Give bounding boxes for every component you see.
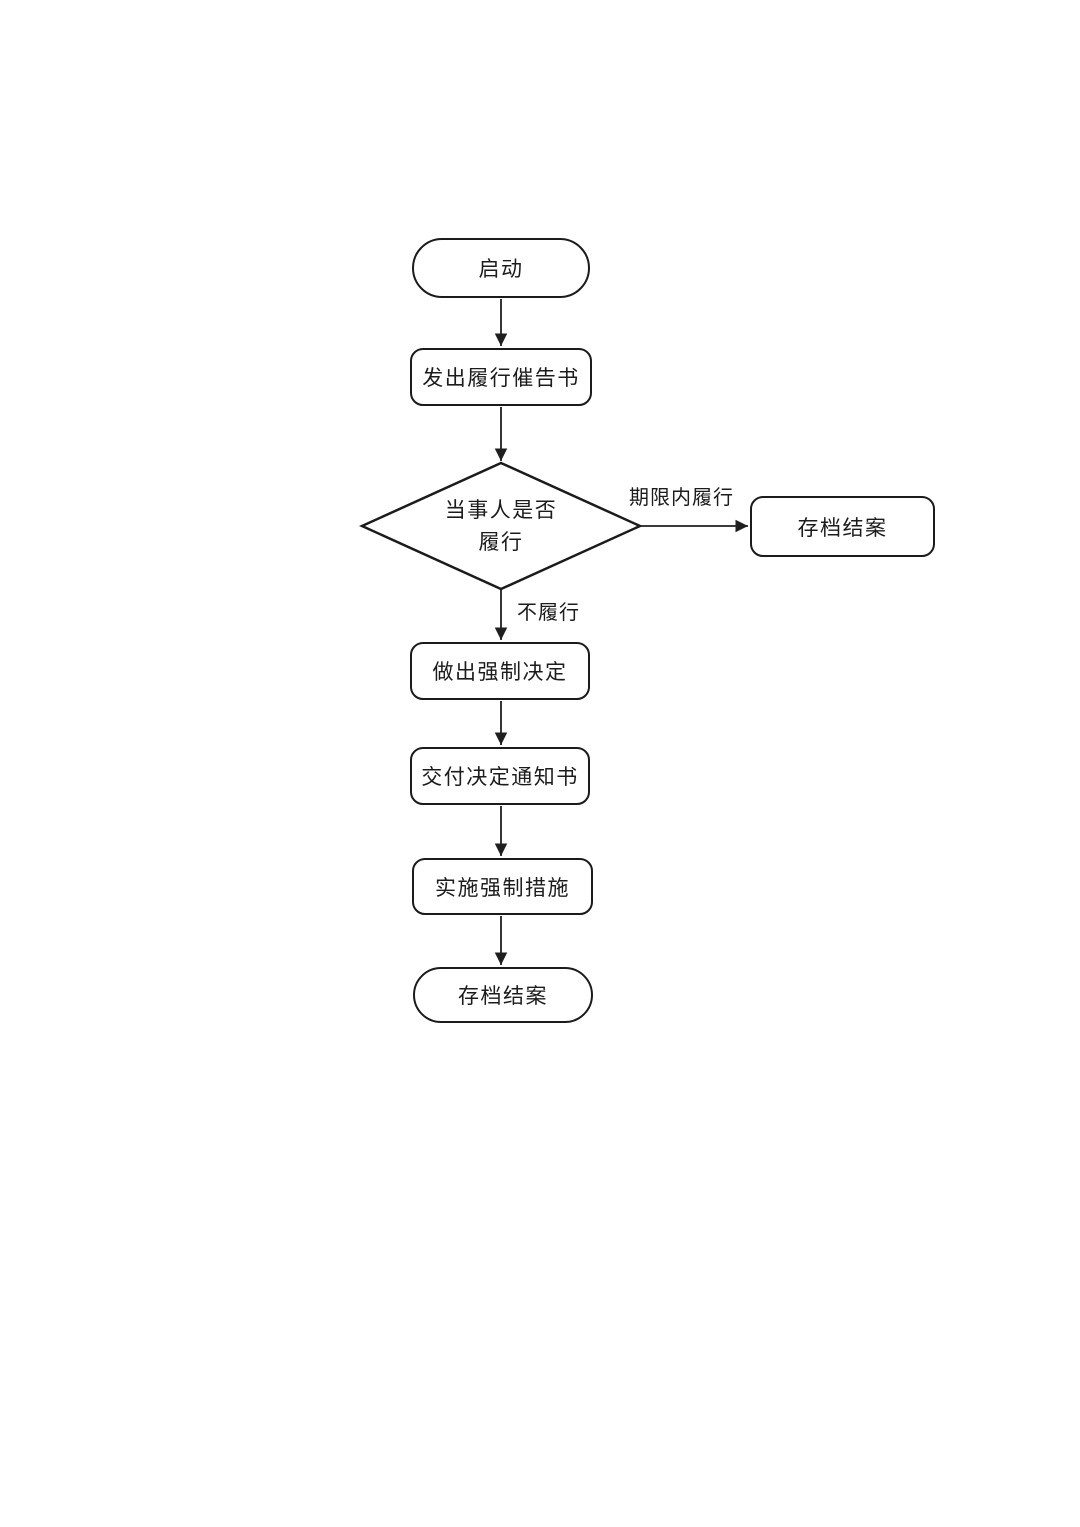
- edge-label-not-fulfilled: 不履行: [517, 602, 580, 624]
- node-archive-close-case-right: 存档结案: [750, 496, 935, 557]
- node-implement-enforcement-measures: 实施强制措施: [412, 858, 593, 915]
- node-deliver-decision-notice: 交付决定通知书: [410, 747, 590, 805]
- decision-diamond-shape: [358, 461, 644, 591]
- node-start: 启动: [412, 238, 590, 298]
- node-archive-close-case-end: 存档结案: [413, 967, 593, 1023]
- edge-label-fulfilled-in-time: 期限内履行: [629, 487, 734, 509]
- node-decision-label: 当事人是否 履行: [401, 495, 601, 559]
- node-make-enforcement-decision: 做出强制决定: [410, 642, 590, 700]
- decision-label-line2: 履行: [478, 531, 524, 554]
- decision-label-line1: 当事人是否: [444, 499, 558, 522]
- node-issue-performance-notice: 发出履行催告书: [410, 348, 592, 406]
